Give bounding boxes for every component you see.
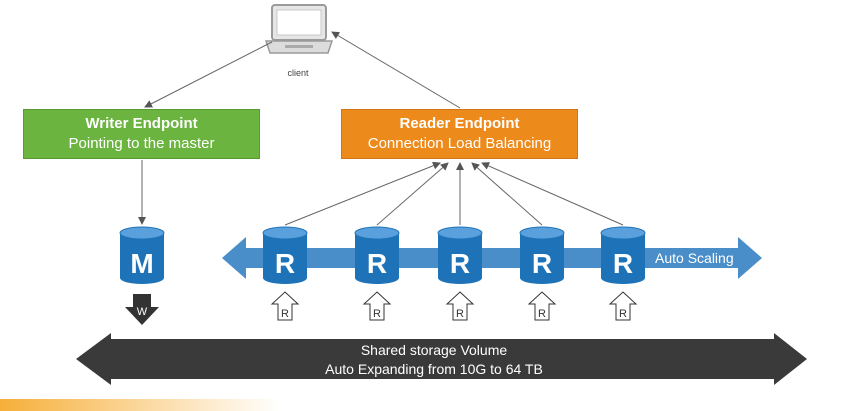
auto-scaling-arrow	[222, 237, 762, 279]
replica-letter: R	[532, 248, 552, 279]
read-arrow: R	[527, 291, 557, 321]
laptop-icon	[264, 4, 334, 54]
read-label: R	[456, 308, 464, 320]
read-arrow: R	[608, 291, 638, 321]
write-arrow: W	[125, 294, 159, 325]
writer-endpoint-title: Writer Endpoint	[85, 115, 198, 132]
writer-endpoint-box: Writer Endpoint Pointing to the master	[23, 109, 260, 159]
replica-database: R	[600, 226, 646, 284]
read-label: R	[538, 308, 546, 320]
reader-endpoint-subtitle: Connection Load Balancing	[367, 135, 552, 152]
read-label: R	[373, 308, 381, 320]
read-label: R	[281, 308, 289, 320]
read-arrow: R	[270, 291, 300, 321]
read-label: R	[619, 308, 627, 320]
read-arrow: R	[445, 291, 475, 321]
replica-database: R	[354, 226, 400, 284]
reader-to-client-line	[331, 31, 461, 109]
replica-database: R	[519, 226, 565, 284]
reader-endpoint-box: Reader Endpoint Connection Load Balancin…	[341, 109, 578, 159]
storage-line-1: Shared storage Volume	[360, 342, 508, 358]
replica2-to-reader-line	[376, 162, 449, 226]
replica-letter: R	[450, 248, 470, 279]
replica-letter: R	[275, 248, 295, 279]
writer-endpoint-subtitle: Pointing to the master	[68, 135, 215, 152]
auto-scaling-label: Auto Scaling	[655, 250, 734, 266]
replica-database: R	[437, 226, 483, 284]
decorative-stripe	[0, 399, 280, 411]
replica4-to-reader-line	[471, 162, 543, 226]
read-arrow: R	[362, 291, 392, 321]
write-label: W	[137, 306, 148, 318]
replica5-to-reader-line	[481, 162, 624, 226]
reader-endpoint-title: Reader Endpoint	[399, 115, 520, 132]
replica-letter: R	[613, 248, 633, 279]
master-letter: M	[130, 248, 153, 279]
shared-storage-arrow	[76, 333, 807, 385]
shared-storage-label: Shared storage Volume Auto Expanding fro…	[150, 341, 718, 379]
client-to-writer-line	[144, 41, 273, 108]
replica-letter: R	[367, 248, 387, 279]
replica-database: R	[262, 226, 308, 284]
connectors	[138, 31, 624, 226]
client-label: client	[287, 68, 309, 78]
storage-line-2: Auto Expanding from 10G to 64 TB	[325, 361, 543, 377]
replica-group: R R R R R R R R R R	[262, 226, 646, 321]
master-database: M	[119, 226, 165, 284]
replica1-to-reader-line	[284, 161, 441, 226]
